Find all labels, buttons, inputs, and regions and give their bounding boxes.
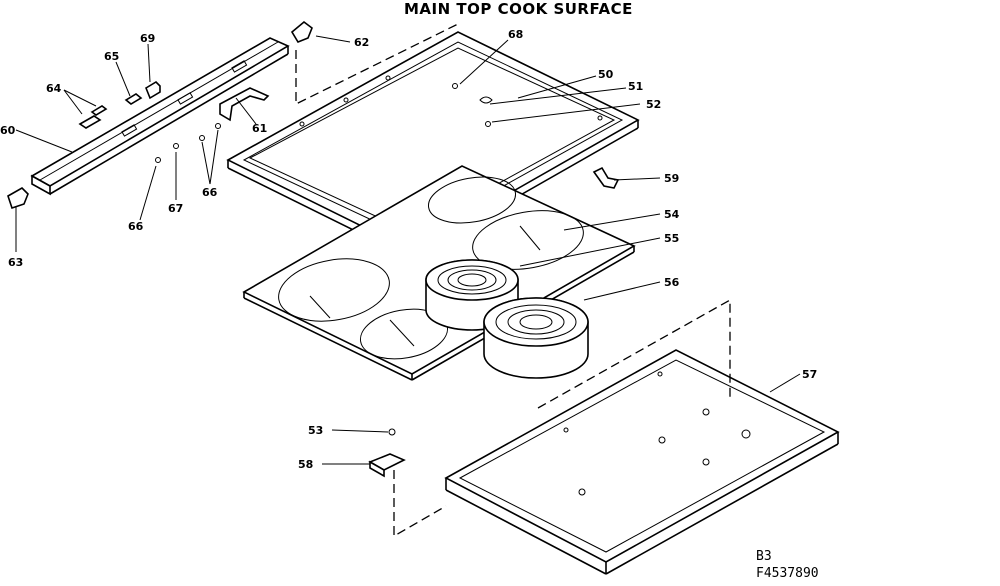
leader-lines — [15, 35, 801, 465]
callout-65: 65 — [104, 50, 119, 63]
callout-55: 55 — [664, 232, 679, 245]
side-trim-part-60 — [30, 37, 290, 196]
footer-code-line2: F4537890 — [756, 566, 819, 581]
clip-part-64 — [78, 105, 108, 129]
callout-60: 60 — [0, 124, 16, 137]
callout-69: 69 — [140, 32, 155, 45]
callout-57: 57 — [802, 368, 817, 381]
bracket-part-61 — [219, 87, 270, 122]
clip-part-59 — [592, 166, 620, 189]
end-cap-part-63 — [7, 187, 29, 210]
bracket-part-58 — [368, 453, 406, 478]
footer-code-line1: B3 — [756, 549, 772, 564]
callout-59: 59 — [664, 172, 679, 185]
callout-66-left: 66 — [128, 220, 144, 233]
bracket-part-62 — [290, 20, 313, 43]
callout-56: 56 — [664, 276, 680, 289]
callout-64: 64 — [46, 82, 62, 95]
clip-part-69 — [145, 80, 161, 100]
callout-54: 54 — [664, 208, 680, 221]
callout-52: 52 — [646, 98, 661, 111]
callout-62: 62 — [354, 36, 369, 49]
callout-67: 67 — [168, 202, 183, 215]
callout-63: 63 — [8, 256, 23, 269]
callout-50: 50 — [598, 68, 614, 81]
burner-box-part-57 — [444, 349, 840, 575]
screw-part-66 — [155, 123, 221, 163]
screw-part-53 — [388, 428, 396, 436]
callout-58: 58 — [298, 458, 313, 471]
burner-element-part-56 — [483, 297, 589, 379]
clip-part-65 — [124, 93, 143, 105]
screw-part-67 — [173, 143, 179, 149]
callout-53: 53 — [308, 424, 323, 437]
diagram-title: MAIN TOP COOK SURFACE — [404, 0, 633, 18]
callout-66-right: 66 — [202, 186, 218, 199]
callout-61: 61 — [252, 122, 267, 135]
alignment-lines — [295, 23, 731, 538]
callout-51: 51 — [628, 80, 643, 93]
top-frame-part-50 — [226, 31, 640, 259]
callout-68: 68 — [508, 28, 523, 41]
